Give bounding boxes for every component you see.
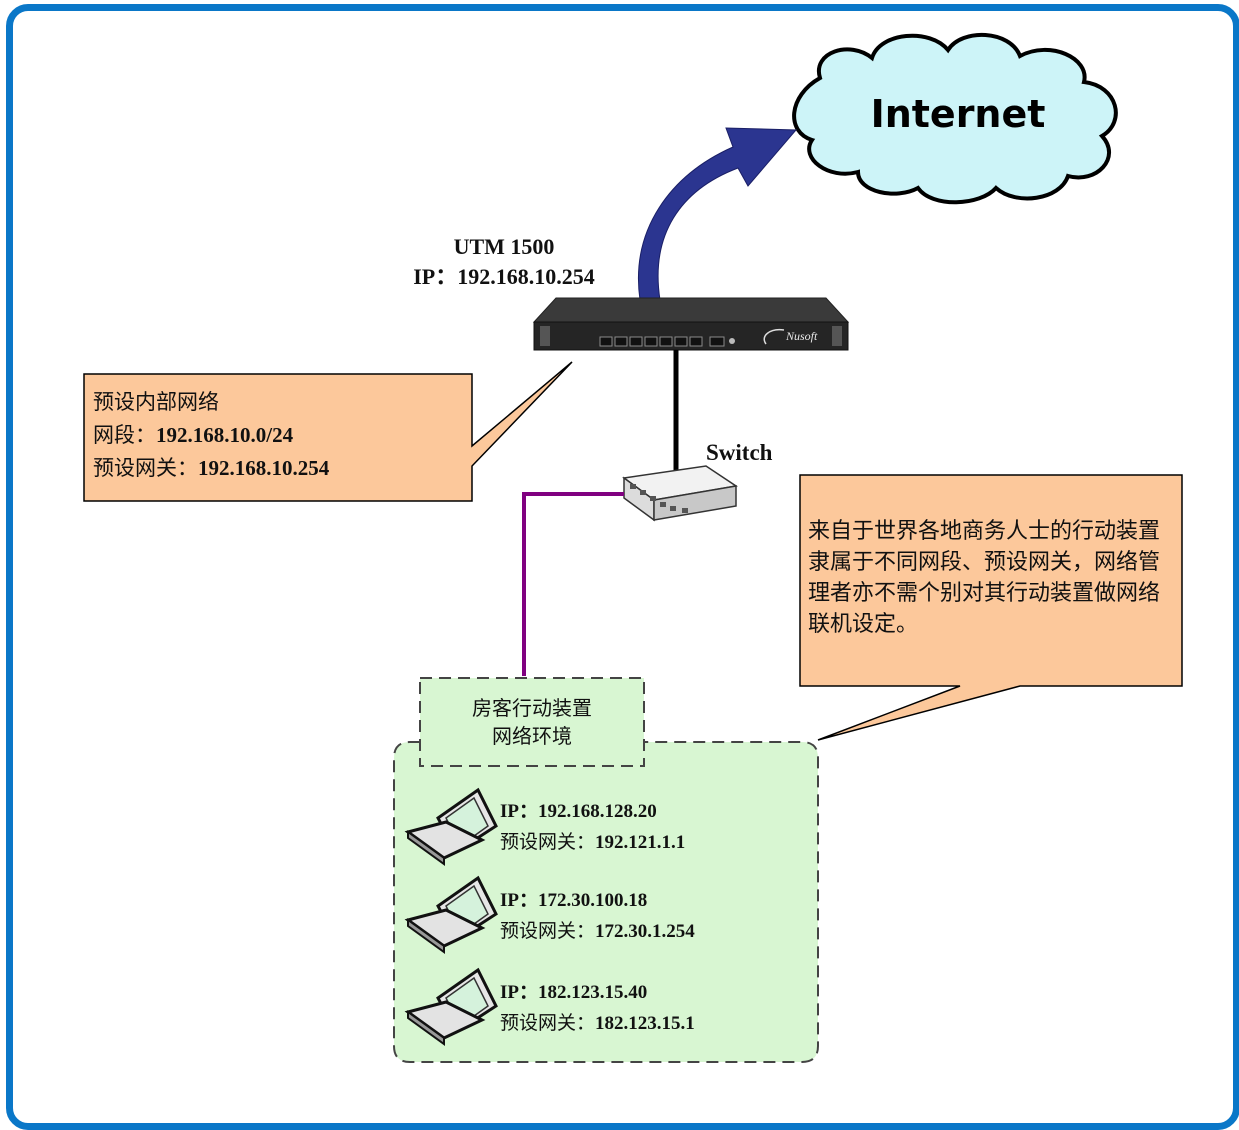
segment-line: 网段：192.168.10.0/24 <box>93 419 329 452</box>
laptop-icon-3 <box>404 967 498 1046</box>
laptop-ip-line: IP：192.168.128.20 <box>500 796 685 827</box>
laptop-gw: 192.121.1.1 <box>595 832 686 853</box>
laptop-gw: 172.30.1.254 <box>595 921 695 942</box>
callout-left-shape <box>83 361 573 502</box>
gateway-label: 预设网关： <box>93 456 198 480</box>
device-brand: Nusoft <box>785 329 818 343</box>
laptop-icon-2 <box>404 875 498 954</box>
utm-name: UTM 1500 <box>453 234 555 259</box>
laptop-ip-label: IP： <box>500 982 539 1003</box>
guest-title-line2: 网络环境 <box>492 724 572 748</box>
laptop-gw-line: 预设网关：172.30.1.254 <box>500 916 695 947</box>
guest-area-title: 房客行动装置 网络环境 <box>424 694 640 750</box>
gateway-value: 192.168.10.254 <box>198 456 330 480</box>
guest-title-line1: 房客行动装置 <box>472 696 592 720</box>
utm-ip: IP：192.168.10.254 <box>413 264 595 289</box>
laptop-ip-line: IP：172.30.100.18 <box>500 885 695 916</box>
laptop-ip: 172.30.100.18 <box>538 890 648 911</box>
laptop-icon-1 <box>404 787 498 866</box>
laptop-ip: 192.168.128.20 <box>538 801 657 822</box>
internet-arrow <box>638 127 798 301</box>
laptop-gw-label: 预设网关： <box>500 1012 596 1034</box>
laptop-info-1: IP：192.168.128.20 预设网关：192.121.1.1 <box>500 796 685 858</box>
callout-right-shape <box>799 474 1183 741</box>
switch-device <box>622 465 738 522</box>
gateway-line: 预设网关：192.168.10.254 <box>93 452 329 485</box>
laptop-gw-label: 预设网关： <box>500 831 596 853</box>
laptop-gw-line: 预设网关：192.121.1.1 <box>500 827 685 858</box>
guest-area-box <box>393 741 819 1063</box>
laptop-ip-label: IP： <box>500 890 539 911</box>
laptop-info-3: IP：182.123.15.40 预设网关：182.123.15.1 <box>500 977 695 1039</box>
segment-value: 192.168.10.0/24 <box>156 423 294 447</box>
laptop-ip-line: IP：182.123.15.40 <box>500 977 695 1008</box>
laptop-gw-line: 预设网关：182.123.15.1 <box>500 1008 695 1039</box>
utm-label: UTM 1500 IP：192.168.10.254 <box>398 232 610 292</box>
default-network-callout: 预设内部网络 网段：192.168.10.0/24 预设网关：192.168.1… <box>93 386 329 485</box>
laptop-ip: 182.123.15.40 <box>538 982 648 1003</box>
laptop-gw-label: 预设网关： <box>500 920 596 942</box>
switch-label: Switch <box>706 440 773 465</box>
internet-label: Internet <box>870 92 1046 136</box>
switch-guest-cable <box>522 492 624 676</box>
laptop-ip-label: IP： <box>500 801 539 822</box>
laptop-info-2: IP：172.30.100.18 预设网关：172.30.1.254 <box>500 885 695 947</box>
internet-cloud <box>792 32 1118 205</box>
laptop-gw: 182.123.15.1 <box>595 1013 695 1034</box>
default-network-title: 预设内部网络 <box>93 390 219 414</box>
segment-label: 网段： <box>93 423 156 447</box>
guest-title-box <box>419 677 645 767</box>
note-callout: 来自于世界各地商务人士的行动装置隶属于不同网段、预设网关，网络管理者亦不需个别对… <box>808 519 1161 637</box>
utm-device <box>532 297 850 351</box>
